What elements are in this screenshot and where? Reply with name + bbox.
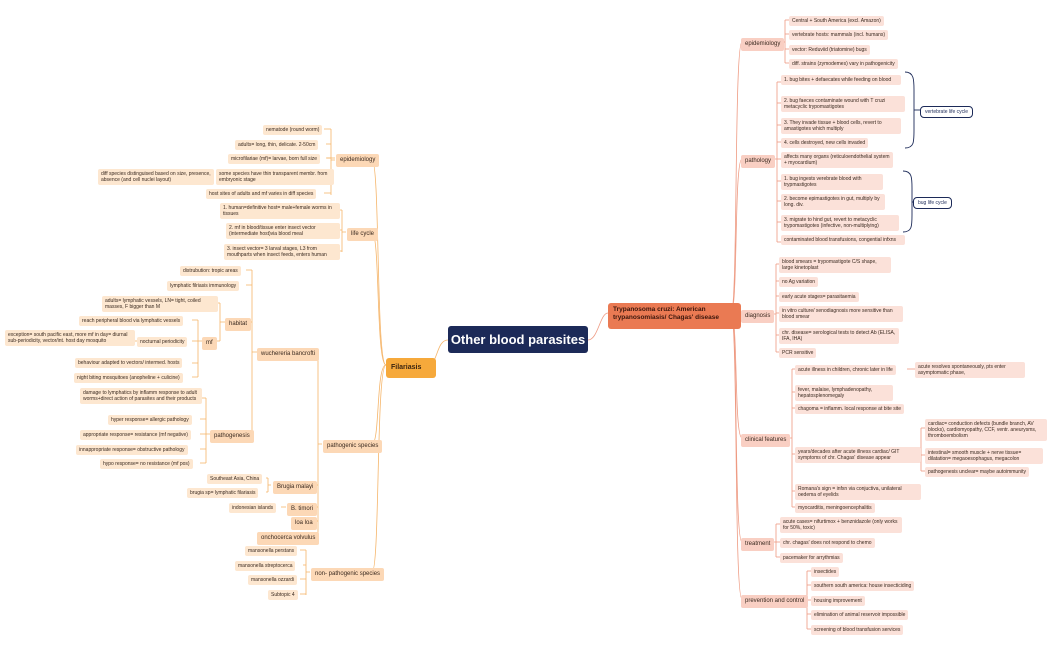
b-timori[interactable]: B. timori bbox=[287, 503, 318, 516]
diagnosis-item[interactable]: in vitro culture/ xenodiagnosis more sen… bbox=[779, 306, 903, 322]
pathogenesis-item[interactable]: hypo response= no resistance (mf pos) bbox=[100, 459, 193, 469]
chagas-prevention-control[interactable]: prevention and control bbox=[741, 595, 809, 608]
life-cycle-step[interactable]: 3. insect vector= 3 larval stages, L3 fr… bbox=[224, 244, 340, 260]
filariasis-epi-item[interactable]: some species have thin transparent membr… bbox=[216, 169, 334, 185]
filariasis-epi-item[interactable]: diff species distinguised based on size,… bbox=[98, 169, 214, 185]
habitat-adults[interactable]: adults= lymphatic vessels, LN= tight, co… bbox=[102, 296, 218, 312]
vertebrate-step[interactable]: 1. bug bites + defaecates while feeding … bbox=[781, 75, 901, 85]
clinical-romana-sign[interactable]: Romana's sign = infxn via conjuctiva, un… bbox=[795, 484, 921, 500]
habitat-mf[interactable]: mf bbox=[202, 337, 217, 350]
vertebrate-step[interactable]: 4. cells destroyed, new cells invaded bbox=[781, 138, 869, 148]
clinical-acute-resolves[interactable]: acute resolves spontaneously, pts enter … bbox=[915, 362, 1025, 378]
diagnosis-item[interactable]: no Ag variation bbox=[779, 277, 819, 287]
pathogenesis-item[interactable]: damage to lymphatics by inflamm response… bbox=[80, 388, 202, 404]
chagas-epi-item[interactable]: Central + South America (excl. Amazon) bbox=[789, 16, 884, 26]
vertebrate-life-cycle-label[interactable]: vertebrate life cycle bbox=[920, 106, 974, 118]
diagnosis-item[interactable]: PCR sensitive bbox=[779, 348, 817, 358]
mf-behaviour[interactable]: behaviour adapted to vectors/ intermed. … bbox=[75, 358, 183, 368]
mf-reach[interactable]: reach peripheral blood via lymphatic ves… bbox=[79, 316, 184, 326]
treatment-item[interactable]: chr. chagas' does not respond to chemo bbox=[780, 538, 875, 548]
pathology-affects[interactable]: affects many organs (reticuloendothelial… bbox=[781, 152, 893, 168]
brugia-malayi[interactable]: Brugia malayi bbox=[273, 481, 318, 494]
loa-loa[interactable]: loa loa bbox=[291, 517, 317, 530]
treatment-item[interactable]: pacemaker for arrythmias bbox=[780, 553, 843, 563]
clinical-pathogenesis[interactable]: pathogenesis unclear= maybe autoimmunity bbox=[925, 467, 1029, 477]
prevention-item[interactable]: elimination of animal reservoir impossib… bbox=[811, 610, 909, 620]
life-cycle-step[interactable]: 2. mf in blood/tissue enter insect vecto… bbox=[226, 223, 340, 239]
bug-step[interactable]: 2. become epimastigotes in gut, multiply… bbox=[781, 194, 885, 210]
root-topic[interactable]: Other blood parasites bbox=[448, 326, 588, 353]
bug-step[interactable]: 1. bug ingests verebrate blood with tryp… bbox=[781, 174, 883, 190]
prevention-item[interactable]: housing improvement bbox=[811, 596, 865, 606]
filariasis-epi-item[interactable]: adults= long, thin, delicate. 2-50cm bbox=[235, 140, 319, 150]
pathogenesis-item[interactable]: innappropriate response= obstructive pat… bbox=[76, 445, 188, 455]
chagas-epidemiology[interactable]: epidemiology bbox=[741, 38, 785, 51]
clinical-myocarditis[interactable]: myocarditis, meningoencephalitis bbox=[795, 503, 875, 513]
wuchereria-habitat[interactable]: habitat bbox=[225, 318, 252, 331]
vertebrate-step[interactable]: 3. They invade tissue + blood cells, rev… bbox=[781, 118, 901, 134]
filariasis-epidemiology[interactable]: epidemiology bbox=[336, 154, 380, 167]
brugia-item[interactable]: brugia sp= lymphatic filariasis bbox=[187, 488, 259, 498]
pathogenesis-item[interactable]: appropriate response= resistance (mf neg… bbox=[80, 430, 191, 440]
wuchereria-distribution[interactable]: distrubution: tropic areas bbox=[180, 266, 241, 276]
filariasis-life-cycle[interactable]: life cycle bbox=[347, 228, 379, 241]
clinical-chagoma[interactable]: chagoma = inflamm. local response at bit… bbox=[795, 404, 904, 414]
chagas-clinical-features[interactable]: clinical features bbox=[741, 434, 791, 447]
nocturnal-exception[interactable]: exception= south pacific east, more mf i… bbox=[5, 330, 135, 346]
filariasis-epi-item[interactable]: microfilariae (mf)= larvae, born full si… bbox=[228, 154, 320, 164]
brugia-item[interactable]: Southeast Asia, China bbox=[207, 474, 263, 484]
mf-nocturnal[interactable]: nocturnal periodicity bbox=[137, 337, 188, 347]
wuchereria-pathogenesis[interactable]: pathogenesis bbox=[210, 430, 254, 443]
chagas-epi-item[interactable]: vector: Reduviid (triatomine) bugs bbox=[789, 45, 870, 55]
wuchereria-bancrofti[interactable]: wuchereria bancrofti bbox=[257, 348, 320, 361]
chagas-pathology[interactable]: pathology bbox=[741, 155, 776, 168]
prevention-item[interactable]: screening of blood transfusion services bbox=[811, 625, 904, 635]
clinical-intestinal[interactable]: intestinal= smooth muscle + nerve tissue… bbox=[925, 448, 1043, 464]
treatment-item[interactable]: acute cases= nifurtimox + benznidazole (… bbox=[780, 517, 902, 533]
clinical-fever[interactable]: fever, malaise, lymphadenopathy, hepatos… bbox=[795, 385, 893, 401]
onchocerca-volvulus[interactable]: onchocerca volvulus bbox=[257, 532, 320, 545]
prevention-item[interactable]: southern south america: house insecticid… bbox=[811, 581, 915, 591]
chagas-epi-item[interactable]: diff. strains (zymodemes) vary in pathog… bbox=[789, 59, 898, 69]
clinical-cardiac[interactable]: cardiac= conduction defects (bundle bran… bbox=[925, 419, 1047, 441]
b-timori-item[interactable]: indonesian islands bbox=[229, 503, 277, 513]
clinical-acute[interactable]: acute illness in children, chronic later… bbox=[795, 365, 896, 375]
non-pathogenic-item[interactable]: Subtopic 4 bbox=[268, 590, 298, 600]
diagnosis-item[interactable]: early acute stages= parasitaemia bbox=[779, 292, 859, 302]
vertebrate-step[interactable]: 2. bug faeces contaminate wound with T c… bbox=[781, 96, 905, 112]
mf-night-biting[interactable]: night biting mosquitoes (anopheline + cu… bbox=[74, 373, 183, 383]
non-pathogenic-item[interactable]: mansonella perstans bbox=[245, 546, 298, 556]
bug-life-cycle-label[interactable]: bug life cycle bbox=[913, 197, 952, 209]
pathology-contaminated[interactable]: contaminated blood transfusions, congent… bbox=[781, 235, 905, 245]
non-pathogenic-species[interactable]: non- pathogenic species bbox=[311, 568, 385, 581]
filariasis-epi-item[interactable]: nematode (round worm) bbox=[263, 125, 323, 135]
clinical-years[interactable]: years/decades after acute illness cardia… bbox=[795, 447, 921, 463]
diagnosis-item[interactable]: chr. disease= serological tests to detec… bbox=[779, 328, 899, 344]
chagas-treatment[interactable]: treatment bbox=[741, 538, 775, 551]
life-cycle-step[interactable]: 1. human=definitive host= male+female wo… bbox=[220, 203, 340, 219]
bug-step[interactable]: 3. migrate to hind gut, revert to metacy… bbox=[781, 215, 899, 231]
prevention-item[interactable]: insectides bbox=[811, 567, 840, 577]
diagnosis-item[interactable]: blood smears = trypomastigote C/S shape,… bbox=[779, 257, 891, 273]
filariasis-topic[interactable]: Filariasis bbox=[386, 358, 436, 378]
pathogenesis-item[interactable]: hyper response= allergic pathology bbox=[108, 415, 192, 425]
chagas-epi-item[interactable]: vertebrate hosts: mammals (incl. humans) bbox=[789, 30, 889, 40]
chagas-diagnosis[interactable]: diagnosis bbox=[741, 310, 775, 323]
non-pathogenic-item[interactable]: mansonella ozzardi bbox=[248, 575, 298, 585]
filariasis-epi-item[interactable]: host sites of adults and mf varies in di… bbox=[206, 189, 317, 199]
chagas-topic[interactable]: Trypanosoma cruzi: American trypanosomia… bbox=[608, 303, 741, 329]
wuchereria-immunology[interactable]: lymphatic filriasis immunology bbox=[167, 281, 240, 291]
non-pathogenic-item[interactable]: mansonella streptocerca bbox=[235, 561, 296, 571]
pathogenic-species[interactable]: pathogenic species bbox=[323, 440, 383, 453]
